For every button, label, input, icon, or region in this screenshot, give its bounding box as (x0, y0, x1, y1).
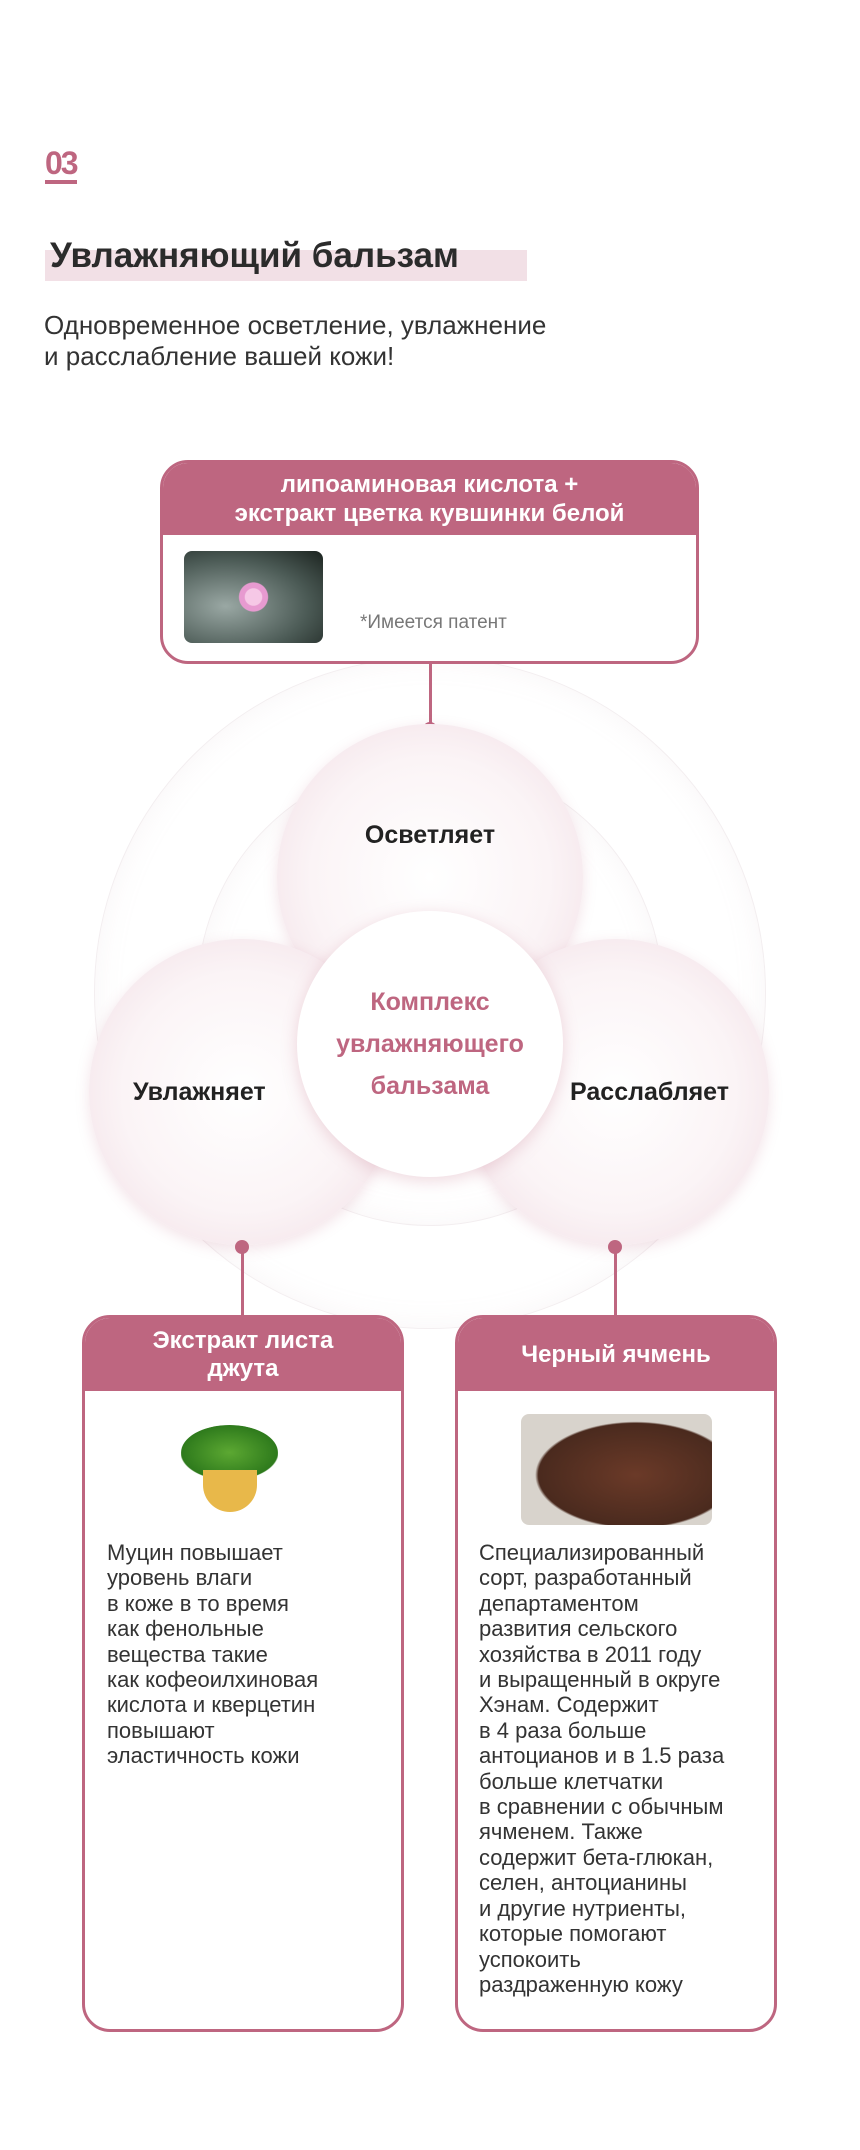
benefit-label: Расслабляет (570, 1077, 729, 1106)
card-title: Черный ячмень (458, 1318, 774, 1391)
connector-line-left (241, 1247, 244, 1315)
jute-description: Муцин повышает уровень влаги в коже в то… (107, 1540, 319, 1769)
black-barley-image (521, 1414, 712, 1525)
patent-note: *Имеется патент (360, 612, 507, 633)
connector-line-top (429, 664, 432, 729)
section-title: Увлажняющий бальзам (50, 236, 459, 275)
connector-line-right (614, 1247, 617, 1315)
section-subtitle: Одновременное осветление, увлажнение и р… (44, 310, 547, 371)
title-highlight (45, 250, 527, 281)
water-lily-image (184, 551, 323, 643)
ingredient-card-lily: липоаминовая кислота + экстракт цветка к… (160, 460, 699, 664)
center-label: Комплекс увлажняющего бальзама (336, 988, 524, 1100)
card-title: Экстракт листа джута (85, 1318, 401, 1391)
jute-leaves-image (171, 1425, 288, 1514)
barley-description: Специализированный сорт, разработанный д… (479, 1540, 725, 1997)
section-number: 03 (45, 146, 79, 184)
benefit-label: Осветляет (364, 821, 496, 849)
ingredient-card-jute: Экстракт листа джута (82, 1315, 404, 2032)
benefit-label: Увлажняет (133, 1077, 266, 1106)
card-title: липоаминовая кислота + экстракт цветка к… (163, 463, 696, 535)
center-circle-complex: Комплекс увлажняющего бальзама (297, 911, 563, 1177)
